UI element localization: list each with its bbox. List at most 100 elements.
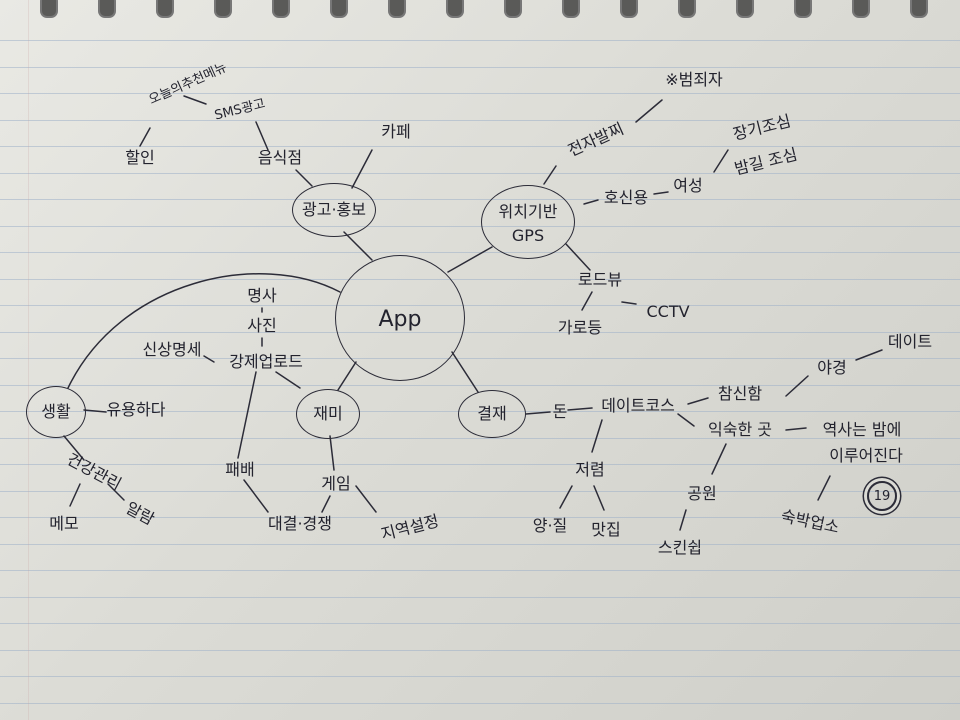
ruled-line xyxy=(0,464,960,465)
criminal-label: ※범죄자 xyxy=(665,70,723,89)
link-life-health xyxy=(63,435,85,461)
ruled-line xyxy=(0,385,960,386)
penalty-label: 패배 xyxy=(225,460,255,479)
center-node-label: App xyxy=(378,307,422,332)
link-datecourse-cheap xyxy=(591,419,603,453)
link-app-payment xyxy=(451,351,479,393)
link-cheap-qq xyxy=(559,485,573,509)
ruled-line xyxy=(0,146,960,147)
ruled-line xyxy=(0,40,960,41)
life-node-label: 생활 xyxy=(41,402,71,421)
adult-19-badge: 19 xyxy=(867,481,897,511)
link-roadview-streetlight xyxy=(581,291,593,311)
life-node-outline xyxy=(26,386,86,438)
ruled-line xyxy=(0,279,960,280)
qty-quality-label: 양·질 xyxy=(532,516,568,535)
ruled-line xyxy=(0,93,960,94)
history-night-label-2: 이루어진다 xyxy=(829,446,903,465)
ruled-line xyxy=(0,199,960,200)
binding-ring xyxy=(852,0,870,18)
link-nightview-date xyxy=(855,349,883,361)
link-sms-today xyxy=(183,95,207,105)
cafe-label: 카페 xyxy=(381,122,411,141)
ruled-line xyxy=(0,332,960,333)
payment-node-outline xyxy=(458,390,526,438)
photo-label: 사진 xyxy=(247,316,277,335)
streetlight-label: 가로등 xyxy=(557,318,603,337)
protection-label: 호신용 xyxy=(603,188,649,207)
binding-ring xyxy=(272,0,290,18)
binding-ring xyxy=(98,0,116,18)
binding-ring xyxy=(620,0,638,18)
link-today-discount xyxy=(139,127,151,147)
photo-category-label: 명사 xyxy=(247,286,277,305)
ruled-line xyxy=(0,252,960,253)
ruled-line xyxy=(0,491,960,492)
game-label: 게임 xyxy=(321,474,351,493)
skinship-label: 스킨쉽 xyxy=(657,538,703,557)
ruled-line xyxy=(0,703,960,704)
link-roadview-cctv xyxy=(621,301,637,305)
roadview-label: 로드뷰 xyxy=(577,270,623,289)
versus-label: 대결·경쟁 xyxy=(268,514,332,533)
ruled-line xyxy=(0,676,960,677)
link-penalty-versus xyxy=(243,479,269,513)
binding-ring xyxy=(504,0,522,18)
ruled-line xyxy=(0,650,960,651)
ruled-line xyxy=(0,173,960,174)
link-health-alarm xyxy=(107,483,125,501)
cheap-label: 저렴 xyxy=(575,460,605,479)
tasty-label: 맛집 xyxy=(591,520,621,539)
binding-ring xyxy=(388,0,406,18)
shinsang-label: 신상명세 xyxy=(142,340,202,359)
center-node-outline xyxy=(335,255,465,381)
link-life-useful xyxy=(83,409,107,413)
payment-node-label: 결재 xyxy=(477,404,507,423)
ruled-line xyxy=(0,570,960,571)
memo-label: 메모 xyxy=(49,514,79,533)
link-fun-upload xyxy=(275,371,301,389)
link-fun-game xyxy=(329,435,335,471)
discount-label: 할인 xyxy=(125,148,155,167)
binding-ring xyxy=(156,0,174,18)
ruled-line xyxy=(0,358,960,359)
useful-label: 유용하다 xyxy=(106,400,166,419)
woman-label: 여성 xyxy=(673,176,703,195)
ad-node-outline xyxy=(292,183,376,237)
ad-node-label: 광고·홍보 xyxy=(302,200,366,219)
restaurant-label: 음식점 xyxy=(257,148,303,167)
link-familiar-park xyxy=(711,443,727,475)
cctv-label: CCTV xyxy=(646,302,690,321)
ruled-line xyxy=(0,544,960,545)
link-game-region xyxy=(355,485,377,513)
link-park-skinship xyxy=(679,509,687,531)
binding-ring xyxy=(736,0,754,18)
binding-ring xyxy=(40,0,58,18)
link-cheap-tasty xyxy=(593,485,605,511)
link-upload-penalty xyxy=(237,371,257,459)
link-ad-restaurant xyxy=(295,169,313,187)
location-node-label-1: 위치기반 xyxy=(498,202,558,221)
link-familiar-history xyxy=(785,427,807,431)
link-anklet-criminal xyxy=(635,99,663,123)
link-protection-woman xyxy=(653,191,669,195)
binding-ring xyxy=(330,0,348,18)
page-margin xyxy=(28,0,29,720)
link-restaurant-sms xyxy=(255,121,269,151)
link-datecourse-fresh xyxy=(687,397,709,405)
ruled-line xyxy=(0,438,960,439)
night-view-label: 야경 xyxy=(817,358,847,377)
fresh-label: 참신함 xyxy=(717,384,763,403)
money-label: 돈 xyxy=(552,402,568,421)
ruled-line xyxy=(0,305,960,306)
link-payment-money xyxy=(525,411,551,415)
link-datecourse-familiar xyxy=(677,413,695,427)
ruled-line xyxy=(0,623,960,624)
link-location-anklet xyxy=(543,165,557,185)
binding-ring xyxy=(214,0,232,18)
link-app-location xyxy=(447,246,493,273)
binding-ring xyxy=(562,0,580,18)
binding-ring xyxy=(678,0,696,18)
